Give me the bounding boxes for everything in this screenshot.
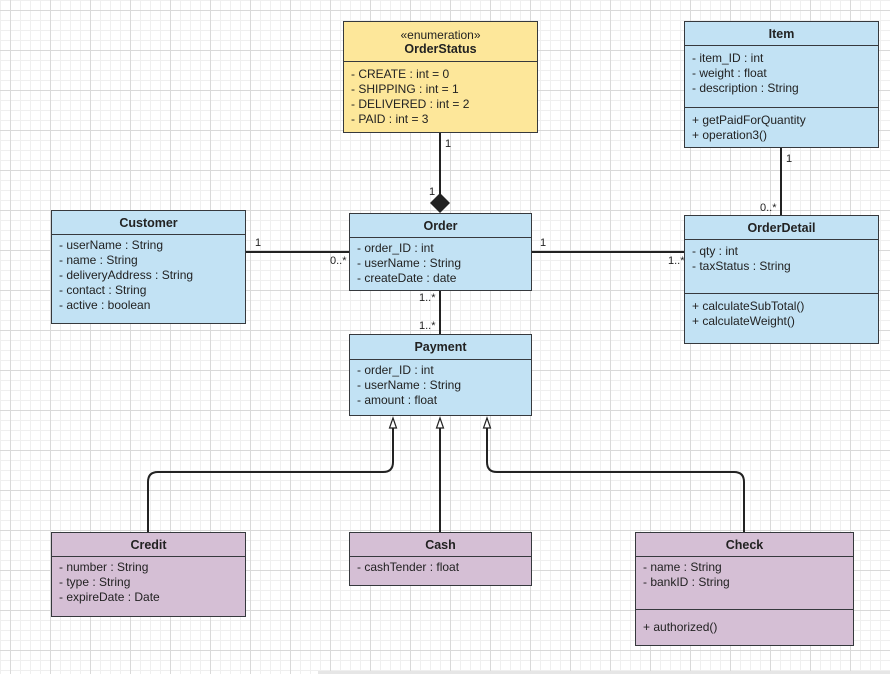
attribute-section: - order_ID : int - userName : String - c… <box>350 238 531 286</box>
attribute-row: - number : String <box>59 560 149 574</box>
attribute-row: - userName : String <box>59 238 164 252</box>
multiplicity-label: 1 <box>429 186 436 198</box>
attribute-row: - createDate : date <box>357 271 457 285</box>
multiplicity-label: 1..* <box>419 292 436 304</box>
class-name: Item <box>768 26 795 41</box>
class-header: Customer <box>52 211 245 235</box>
attribute-row: - DELIVERED : int = 2 <box>351 97 470 111</box>
attribute-section: - name : String - bankID : String <box>636 557 853 609</box>
attribute-row: - taxStatus : String <box>692 259 791 273</box>
multiplicity-label: 1..* <box>419 320 436 332</box>
attribute-row: - cashTender : float <box>357 560 460 574</box>
attribute-row: - amount : float <box>357 393 438 407</box>
multiplicity-label: 1 <box>540 237 547 249</box>
generalization-arrow-cash <box>435 416 445 429</box>
attribute-row: - type : String <box>59 575 131 589</box>
class-stereotype: «enumeration» <box>400 27 481 42</box>
class-header: Check <box>636 533 853 557</box>
class-cash[interactable]: Cash - cashTender : float <box>349 532 532 586</box>
class-header: Item <box>685 22 878 46</box>
class-header: «enumeration» OrderStatus <box>344 22 537 62</box>
attribute-row: - name : String <box>59 253 138 267</box>
attribute-row: - order_ID : int <box>357 363 434 377</box>
class-header: OrderDetail <box>685 216 878 240</box>
attribute-row: - userName : String <box>357 378 462 392</box>
attribute-row: - active : boolean <box>59 298 151 312</box>
attribute-row: - SHIPPING : int = 1 <box>351 82 459 96</box>
class-name: Payment <box>414 340 467 354</box>
multiplicity-label: 1 <box>786 153 793 165</box>
attribute-row: - userName : String <box>357 256 462 270</box>
operation-row: + operation3() <box>692 128 768 142</box>
attribute-section: - number : String - type : String - expi… <box>52 557 245 605</box>
operation-row: + calculateSubTotal() <box>692 299 805 313</box>
attribute-section: - CREATE : int = 0 - SHIPPING : int = 1 … <box>344 62 537 127</box>
attribute-row: - qty : int <box>692 244 739 258</box>
operation-section: + getPaidForQuantity + operation3() <box>685 107 878 143</box>
class-header: Cash <box>350 533 531 557</box>
attribute-row: - expireDate : Date <box>59 590 160 604</box>
multiplicity-label: 1 <box>445 138 452 150</box>
attribute-row: - contact : String <box>59 283 147 297</box>
attribute-row: - item_ID : int <box>692 51 764 65</box>
multiplicity-label: 0..* <box>330 255 347 267</box>
class-name: Credit <box>130 537 167 552</box>
class-name: OrderDetail <box>747 220 816 235</box>
composition-diamond <box>430 193 450 213</box>
operation-row: + getPaidForQuantity <box>692 113 806 127</box>
class-name: OrderStatus <box>404 41 477 56</box>
attribute-section: - order_ID : int - userName : String - a… <box>350 360 531 408</box>
attribute-row: - weight : float <box>692 66 767 80</box>
attribute-row: - CREATE : int = 0 <box>351 67 450 81</box>
operation-row: + calculateWeight() <box>692 314 795 328</box>
attribute-section: - userName : String - name : String - de… <box>52 235 245 313</box>
class-name: Order <box>423 218 458 233</box>
attribute-section: - item_ID : int - weight : float - descr… <box>685 46 878 107</box>
multiplicity-label: 1 <box>255 237 262 249</box>
horizontal-scrollbar[interactable] <box>318 671 890 674</box>
class-name: Check <box>725 537 764 552</box>
multiplicity-label: 1..* <box>668 255 685 267</box>
operation-section: + calculateSubTotal() + calculateWeight(… <box>685 293 878 329</box>
class-credit[interactable]: Credit - number : String - type : String… <box>51 532 246 617</box>
attribute-row: - deliveryAddress : String <box>59 268 194 282</box>
class-item[interactable]: Item - item_ID : int - weight : float - … <box>684 21 879 148</box>
multiplicity-label: 0..* <box>760 202 777 214</box>
class-header: Order <box>350 214 531 238</box>
generalization-edge-check[interactable] <box>486 426 745 532</box>
attribute-row: - PAID : int = 3 <box>351 112 429 126</box>
attribute-row: - name : String <box>643 560 722 574</box>
class-orderdetail[interactable]: OrderDetail - qty : int - taxStatus : St… <box>684 215 879 344</box>
class-customer[interactable]: Customer - userName : String - name : St… <box>51 210 246 324</box>
class-orderstatus[interactable]: «enumeration» OrderStatus - CREATE : int… <box>343 21 538 133</box>
attribute-section: - qty : int - taxStatus : String <box>685 240 878 293</box>
class-name: Cash <box>425 537 456 552</box>
class-header: Payment <box>350 335 531 360</box>
generalization-arrow-credit <box>388 416 398 429</box>
generalization-arrow-check <box>482 416 492 429</box>
class-payment[interactable]: Payment - order_ID : int - userName : St… <box>349 334 532 416</box>
class-name: Customer <box>119 215 178 230</box>
attribute-row: - bankID : String <box>643 575 730 589</box>
attribute-row: - description : String <box>692 81 799 95</box>
class-check[interactable]: Check - name : String - bankID : String … <box>635 532 854 646</box>
class-header: Credit <box>52 533 245 557</box>
attribute-section: - cashTender : float <box>350 557 531 575</box>
generalization-edge-credit[interactable] <box>147 426 394 532</box>
operation-row: + authorized() <box>643 620 718 634</box>
operation-section: + authorized() <box>636 609 853 635</box>
class-order[interactable]: Order - order_ID : int - userName : Stri… <box>349 213 532 291</box>
attribute-row: - order_ID : int <box>357 241 434 255</box>
